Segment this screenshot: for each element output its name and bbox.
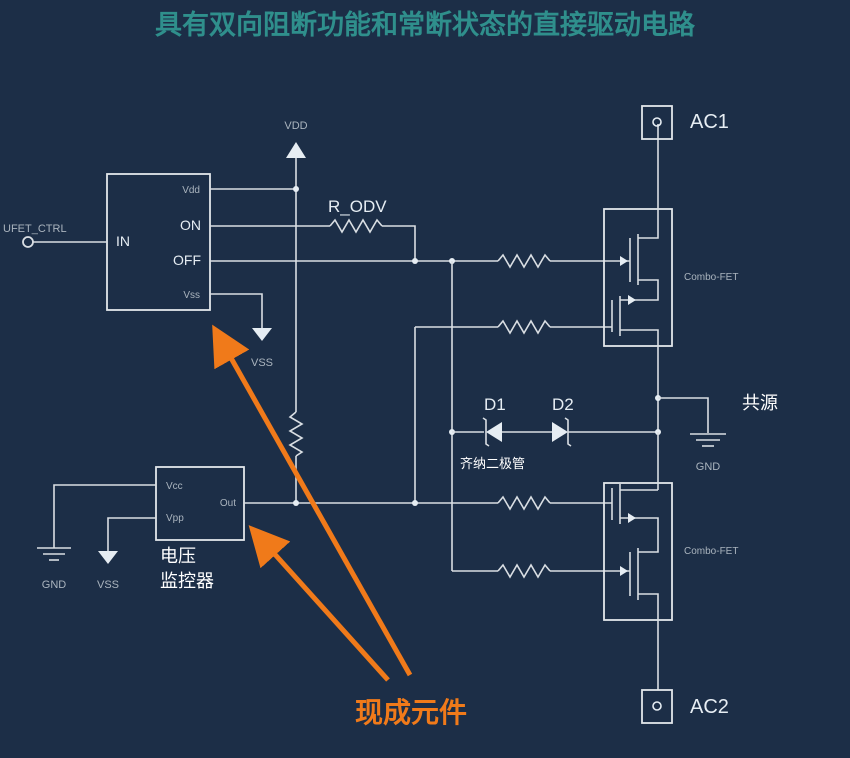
- gnd-label-right: GND: [696, 461, 721, 473]
- vdd-arrow-icon: [286, 142, 306, 158]
- monitor-label-line2: 监控器: [160, 571, 214, 592]
- combo-fet-top-label: Combo-FET: [684, 272, 738, 283]
- monitor-pin-vpp: Vpp: [166, 513, 184, 524]
- d2-label: D2: [552, 395, 574, 414]
- gate-resistor-top-lower: [497, 319, 551, 335]
- input-label: UFET_CTRL: [3, 223, 67, 235]
- vss-arrow-icon-left: [98, 551, 118, 564]
- vss-label-left: VSS: [97, 579, 119, 591]
- ac1-terminal-icon: [652, 117, 662, 127]
- annotation-label: 现成元件: [355, 696, 467, 729]
- annotation-arrow-monitor: [248, 525, 390, 682]
- pullup-resistor: [288, 411, 304, 457]
- combo-fet-top-transistors: [611, 124, 659, 430]
- combo-fet-bottom-label: Combo-FET: [684, 546, 738, 557]
- monitor-label-line1: 电压: [160, 546, 196, 567]
- gate-resistor-bottom-lower: [497, 563, 551, 579]
- junction-dot: [412, 500, 418, 506]
- ac1-label: AC1: [690, 111, 729, 133]
- driver-pin-in: IN: [116, 233, 130, 249]
- junction-dot: [412, 258, 418, 264]
- driver-pin-off: OFF: [173, 252, 201, 268]
- monitor-pin-vcc: Vcc: [166, 481, 183, 492]
- vdd-label: VDD: [284, 120, 307, 132]
- ac1-terminal-box: [641, 105, 673, 140]
- combo-fet-bottom-transistors: [611, 432, 659, 690]
- common-source-gnd-wire: [658, 397, 709, 433]
- driver-pin-on: ON: [180, 217, 201, 233]
- r-odv-resistor: [329, 218, 383, 234]
- zener-caption: 齐纳二极管: [460, 456, 525, 472]
- vss-arrow-icon: [252, 328, 272, 341]
- junction-dot: [293, 500, 299, 506]
- ac2-terminal-icon: [652, 701, 662, 711]
- vss-label-top: VSS: [251, 357, 273, 369]
- diagram-title: 具有双向阻断功能和常断状态的直接驱动电路: [155, 9, 696, 41]
- r-odv-label: R_ODV: [328, 197, 387, 216]
- driver-pin-vdd: Vdd: [182, 185, 200, 196]
- zener-diode-d1-icon: [482, 417, 502, 447]
- driver-vss-wire: [210, 293, 263, 328]
- monitor-pin-out: Out: [220, 498, 236, 509]
- combo-fet-bottom-box: [603, 482, 673, 621]
- gate-resistor-top-upper: [497, 253, 551, 269]
- combo-fet-top-box: [603, 208, 673, 347]
- ac2-terminal-box: [641, 689, 673, 724]
- gnd-label-left: GND: [42, 579, 67, 591]
- input-terminal-icon: [22, 236, 34, 248]
- gate-resistor-bottom-upper: [497, 495, 551, 511]
- ac2-label: AC2: [690, 696, 729, 718]
- monitor-vpp-wire: [107, 517, 156, 551]
- r-odv-wire: [382, 225, 416, 261]
- common-source-label: 共源: [742, 393, 778, 414]
- d1-label: D1: [484, 395, 506, 414]
- junction-dot: [293, 186, 299, 192]
- monitor-vcc-wire: [53, 484, 156, 548]
- driver-pin-vss: Vss: [183, 290, 200, 301]
- annotation-arrow-driver: [212, 324, 413, 677]
